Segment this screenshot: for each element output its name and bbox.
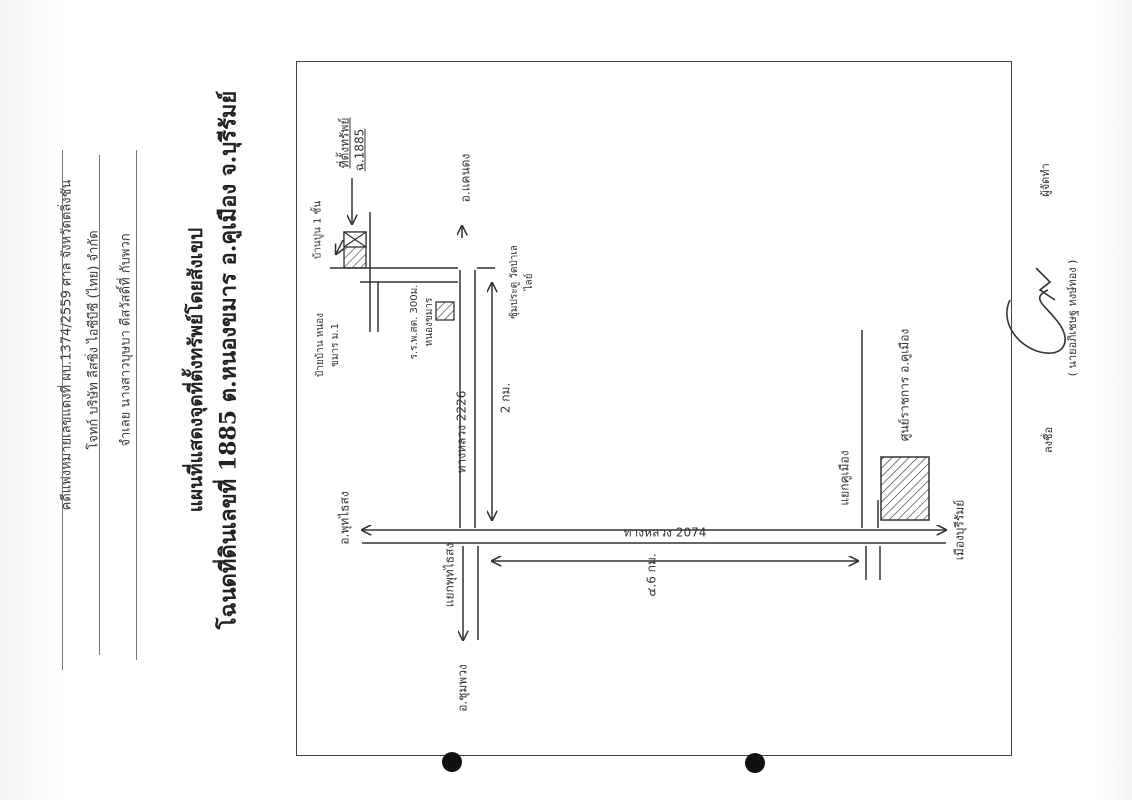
to-phutthaisong-label: อ.พุทไธสง bbox=[337, 491, 352, 545]
gov-center-parcel bbox=[880, 456, 930, 521]
dist-6km-label: ๔.6 กม. bbox=[644, 553, 659, 597]
sign-label: ลงชื่อ bbox=[1042, 426, 1055, 454]
village-entrance-label: ป้ายบ้าน หนองขมาร ม.1 bbox=[315, 312, 341, 378]
to-khaendong-label: อ.แคนดง bbox=[458, 153, 473, 203]
punch-hole-2 bbox=[745, 753, 765, 773]
case-line-underline bbox=[62, 150, 63, 670]
junction-note-label: ซุ้มประตู วัดป่าเลไลย์ bbox=[509, 245, 535, 319]
dist-2km-label: 2 กม. bbox=[498, 382, 513, 414]
road-2074-label: ทางหลวง 2074 bbox=[623, 525, 707, 540]
property-deed-label: ฉ.1885 bbox=[352, 128, 367, 172]
khumuang-junction-label: แยกคูเมือง bbox=[837, 450, 852, 506]
plaintiff-line-underline bbox=[99, 155, 100, 655]
school-parcel bbox=[435, 301, 455, 321]
signature-scribble bbox=[1006, 267, 1066, 354]
signer-role: ผู้จัดทำ bbox=[1039, 163, 1052, 197]
to-chumphuang-label: อ.ชุมพวง bbox=[455, 664, 470, 712]
gov-center-label: ศูนย์ราชการ อ.คูเมือง bbox=[897, 328, 912, 442]
house-pointer bbox=[336, 239, 343, 254]
phutthaisong-junction-label: แยกพุทไธสง bbox=[442, 542, 457, 608]
map-frame bbox=[296, 61, 1012, 756]
signer-name: ( นายอภิเชษฐ หงษ์ทอง ) bbox=[1066, 259, 1079, 377]
house-label: บ้านปูน 1 ชั้น bbox=[312, 200, 324, 260]
road-2226-label: ทางหลวง 2226 bbox=[454, 390, 469, 474]
punch-hole-1 bbox=[442, 752, 462, 772]
defendant-line-underline bbox=[136, 150, 137, 660]
school-label: ร.ร.พ.สต. 300ม. หนองขมาร bbox=[409, 284, 435, 360]
to-buriram-label: เมืองบุรีรัมย์ bbox=[952, 499, 967, 561]
